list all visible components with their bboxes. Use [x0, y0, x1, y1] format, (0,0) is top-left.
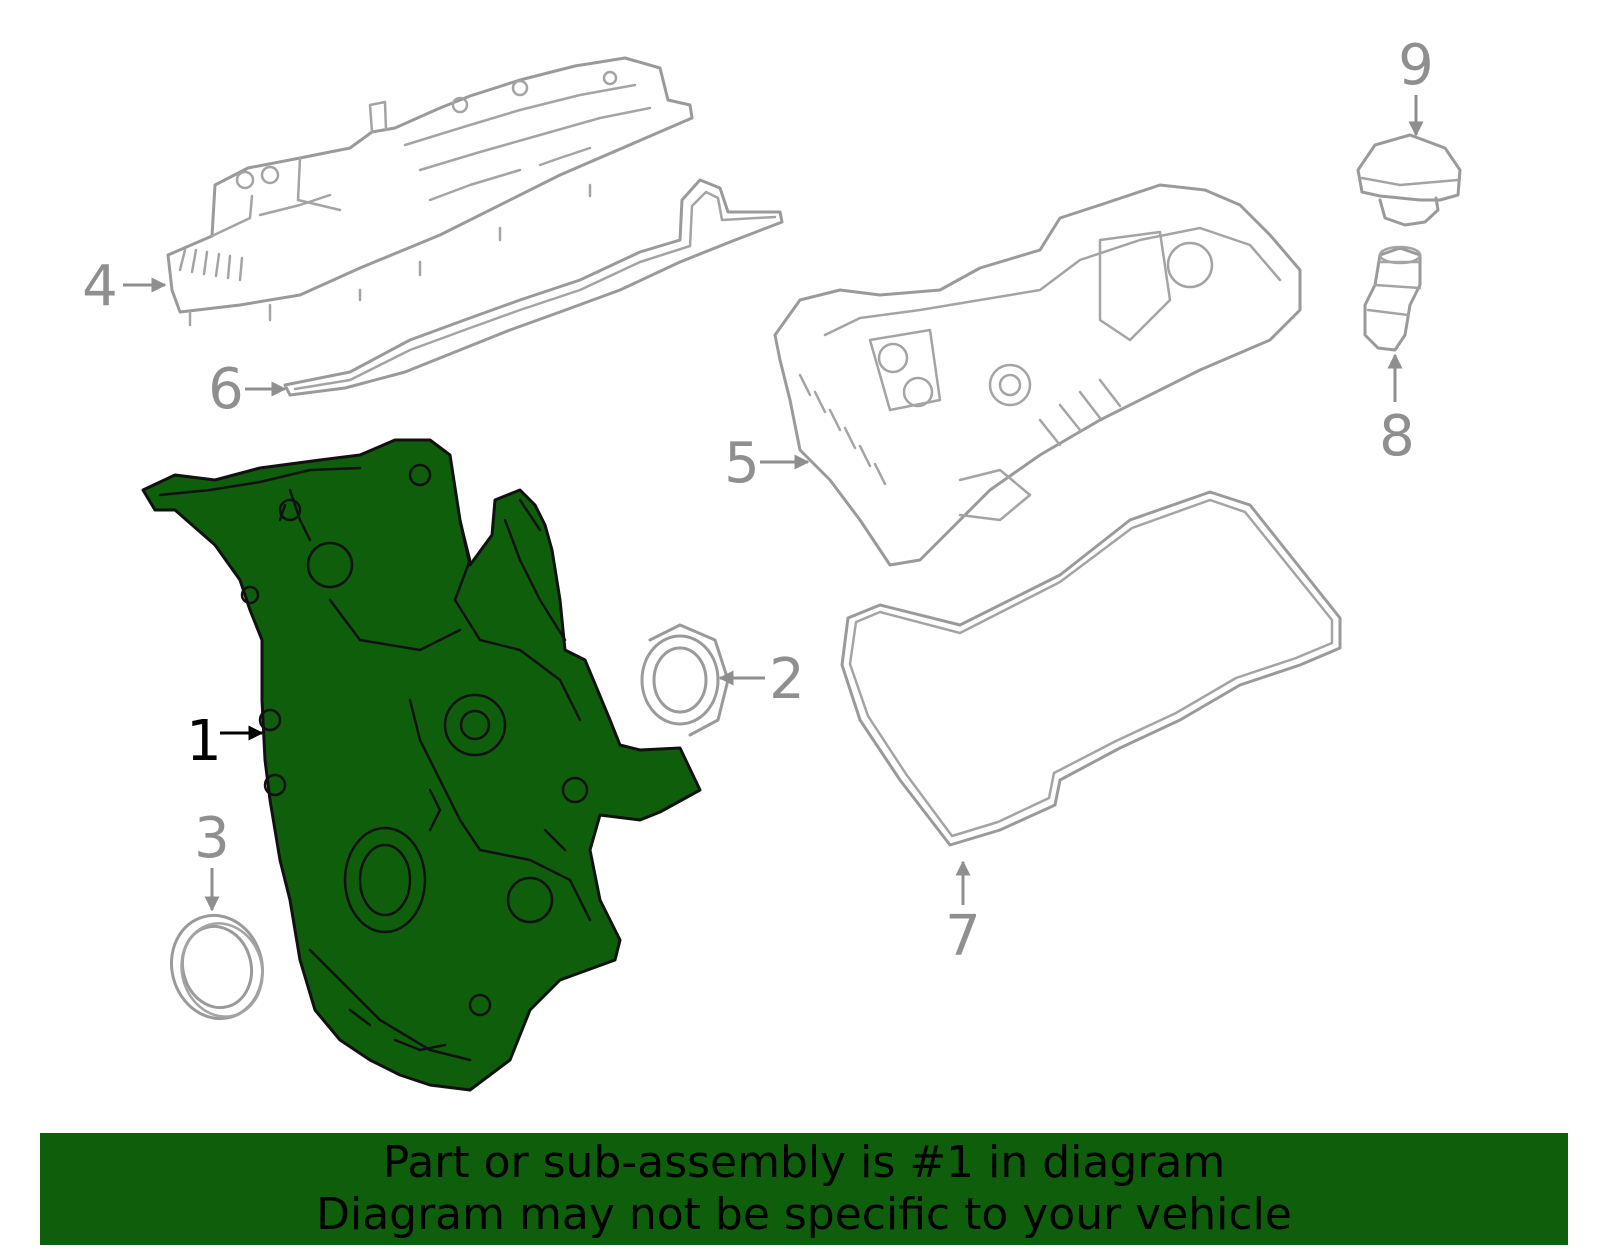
- info-banner: Part or sub-assembly is #1 in diagram Di…: [40, 1133, 1568, 1245]
- callout-3[interactable]: 3: [194, 806, 230, 871]
- callout-7[interactable]: 7: [945, 904, 981, 969]
- part-4-valve-cover[interactable]: [166, 56, 694, 327]
- callout-6[interactable]: 6: [208, 357, 244, 422]
- callout-2[interactable]: 2: [769, 647, 805, 712]
- part-6-gasket[interactable]: [283, 178, 784, 397]
- part-9-oil-cap[interactable]: [1356, 133, 1462, 227]
- callout-arrows: [123, 95, 1424, 912]
- callout-4[interactable]: 4: [82, 254, 118, 319]
- callout-8[interactable]: 8: [1379, 404, 1415, 469]
- banner-line-2: Diagram may not be specific to your vehi…: [316, 1189, 1292, 1240]
- callout-1[interactable]: 1: [186, 709, 222, 774]
- part-5-valve-cover[interactable]: [773, 183, 1302, 567]
- part-3-seal[interactable]: [160, 905, 274, 1029]
- callout-5[interactable]: 5: [724, 431, 760, 496]
- banner-line-1: Part or sub-assembly is #1 in diagram: [382, 1137, 1226, 1188]
- callout-9[interactable]: 9: [1398, 33, 1434, 98]
- part-1-timing-cover[interactable]: [141, 438, 702, 1092]
- part-2-seal[interactable]: [640, 623, 730, 737]
- part-8-valve[interactable]: [1363, 245, 1422, 352]
- part-7-gasket[interactable]: [840, 490, 1342, 847]
